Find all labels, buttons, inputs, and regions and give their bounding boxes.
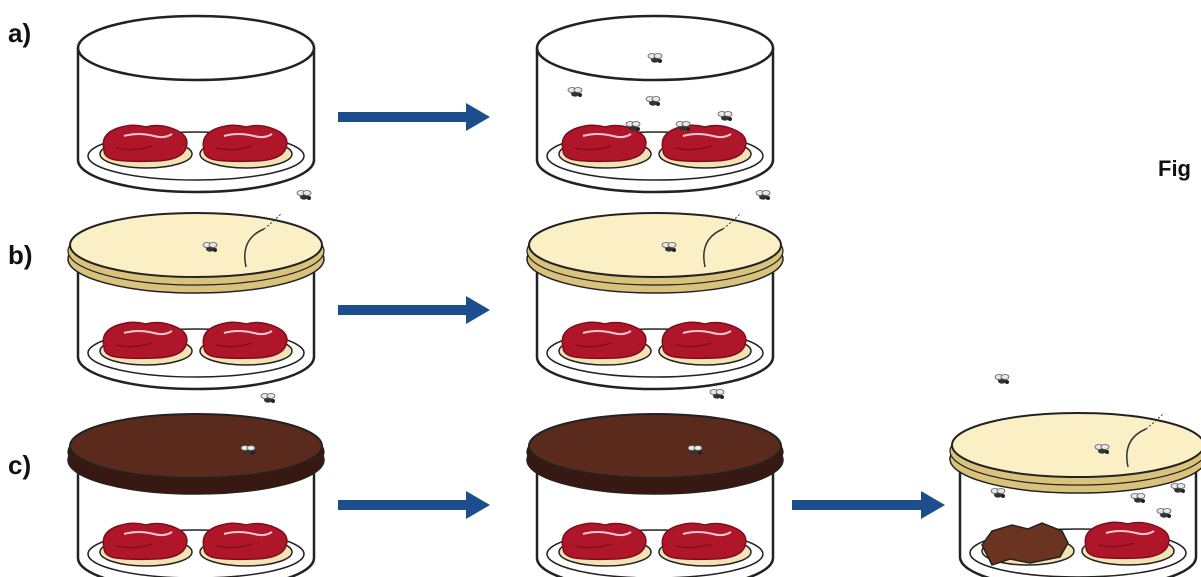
jar-icon (67, 190, 325, 391)
meat-icon (99, 124, 193, 169)
arrow-right-icon (338, 491, 490, 519)
figure-label: Fig (1158, 156, 1191, 181)
fly-icon (296, 190, 312, 201)
jar-icon (535, 14, 775, 194)
sealed-cover (526, 413, 784, 495)
meat-icon (99, 522, 193, 567)
meat-icon (199, 124, 293, 169)
rotten-meat (981, 522, 1075, 566)
meat-icon (199, 522, 293, 567)
meat-icon (558, 321, 652, 366)
row-label-c: c) (8, 450, 32, 480)
fly-icon (709, 389, 725, 400)
fly-icon (755, 190, 771, 201)
jar-icon (76, 14, 316, 194)
row-label-a: a) (8, 18, 32, 48)
fly-icon (260, 393, 276, 404)
jar-icon (526, 389, 784, 577)
gauze-cover (67, 212, 325, 294)
meat-icon (199, 321, 293, 366)
meat-icon (99, 321, 193, 366)
arrow-right-icon (338, 103, 490, 131)
row-label-b: b) (8, 240, 33, 270)
jar-icon (67, 393, 325, 577)
sealed-cover (67, 413, 325, 495)
arrow-right-icon (338, 296, 490, 324)
meat-icon (658, 321, 752, 366)
meat-icon (658, 124, 752, 169)
meat-icon (558, 522, 652, 567)
gauze-cover (949, 412, 1201, 494)
arrow-right-icon (792, 491, 945, 519)
jar-icon (526, 190, 784, 391)
meat-icon (1081, 521, 1175, 566)
fly-icon (994, 374, 1010, 385)
gauze-cover (526, 212, 784, 294)
jar-icon (949, 374, 1201, 577)
meat-icon (558, 124, 652, 169)
meat-icon (658, 522, 752, 567)
